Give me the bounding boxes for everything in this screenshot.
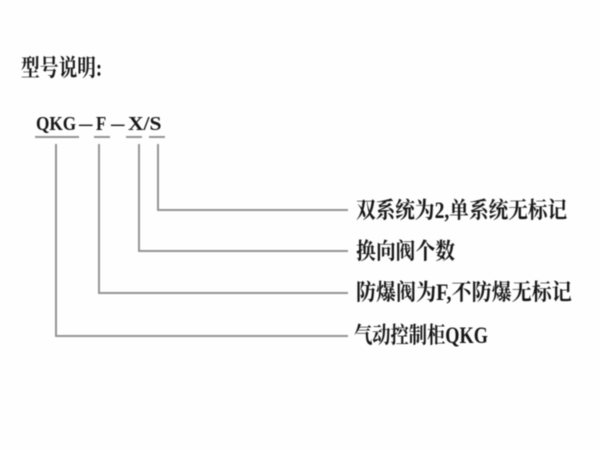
page-title: 型号说明: <box>21 55 103 82</box>
connector-vertical-s <box>157 143 159 210</box>
underline-f <box>93 135 110 138</box>
legend-label-valve-count: 换向阀个数 <box>356 239 456 264</box>
underline-s <box>148 135 165 138</box>
model-part-f: F <box>96 112 107 135</box>
legend-label-cabinet: 气动控制柜QKG <box>354 322 488 348</box>
connector-horizontal-s <box>157 208 348 211</box>
connector-horizontal-f <box>98 292 348 294</box>
connector-horizontal-qkg <box>55 335 348 337</box>
model-dash-1: — <box>79 112 93 135</box>
underline-x <box>126 135 142 138</box>
legend-label-explosion-proof: 防爆阀为F,不防爆无标记 <box>356 280 572 305</box>
connector-vertical-f <box>98 143 100 294</box>
connector-vertical-x <box>138 143 140 252</box>
underline-qkg <box>35 135 79 138</box>
model-part-qkg: QKG <box>36 112 77 135</box>
model-part-xs: X/S <box>127 112 162 135</box>
connector-vertical-qkg <box>55 143 57 337</box>
legend-label-dual-system: 双系统为2,单系统无标记 <box>356 198 568 223</box>
model-dash-2: — <box>110 112 124 135</box>
connector-horizontal-x <box>138 250 348 252</box>
